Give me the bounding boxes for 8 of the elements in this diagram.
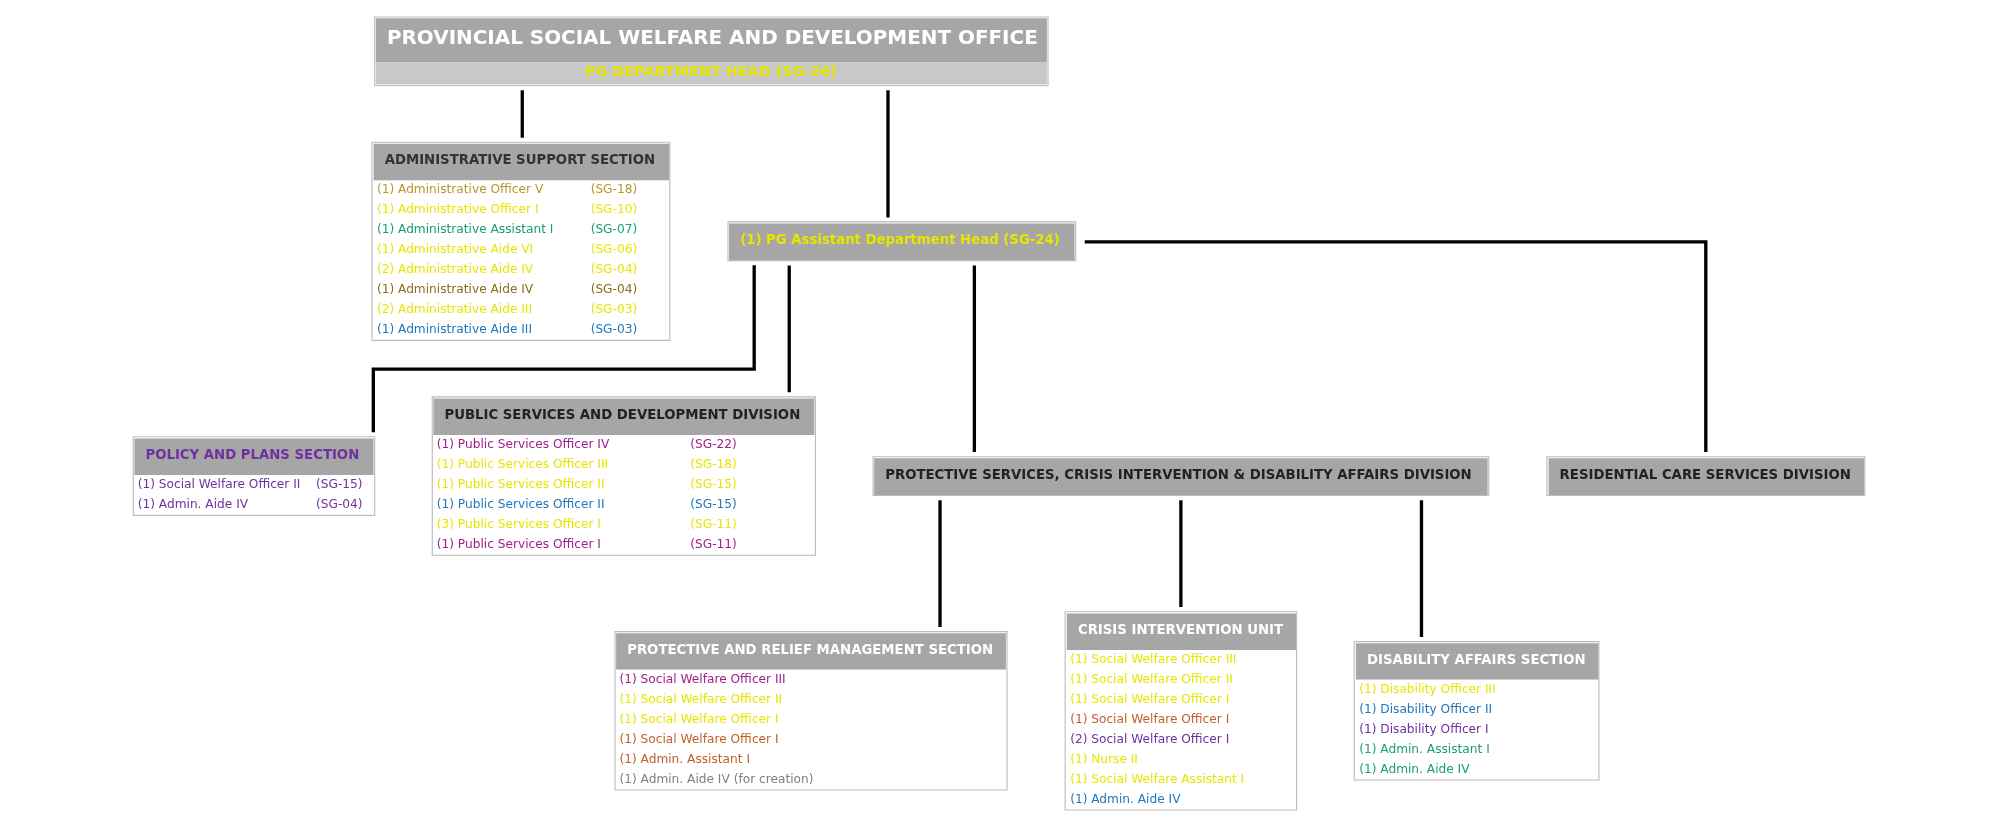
connector xyxy=(937,500,942,627)
connector xyxy=(885,90,890,218)
connector xyxy=(1084,240,1707,452)
connector xyxy=(1419,500,1423,637)
connector xyxy=(520,90,524,138)
connector xyxy=(1178,500,1183,607)
connector xyxy=(787,265,791,393)
connector xyxy=(972,265,976,452)
